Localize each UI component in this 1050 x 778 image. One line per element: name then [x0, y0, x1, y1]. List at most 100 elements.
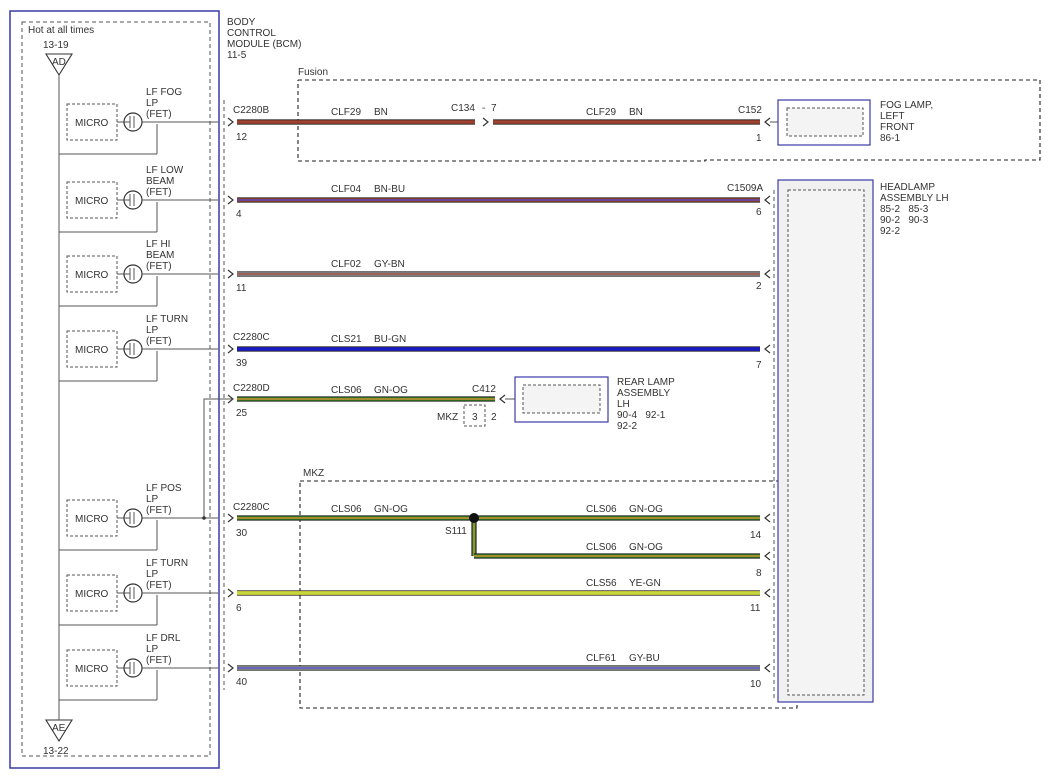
mkz-region-label: MKZ: [303, 468, 324, 479]
wire-turn2-circuit: CLS56: [586, 578, 617, 589]
wire-hi-circuit: CLF02: [331, 259, 361, 270]
micro-box: [66, 181, 118, 219]
rear-lamp-pin: 2: [491, 412, 497, 423]
micro-label: MICRO: [75, 118, 109, 129]
pos-jumper-dot: [202, 516, 206, 520]
wire-pos-c-color: GN-OG: [629, 542, 663, 553]
fog-lamp-title-4: 86-1: [880, 133, 900, 144]
connector-arrow-left: [764, 663, 771, 673]
wire-fog-a-color: BN: [374, 107, 388, 118]
connector-arrow-right: [227, 344, 234, 354]
pin-low: 4: [236, 209, 242, 220]
headlamp-connector: C1509A: [727, 183, 763, 194]
connector-arrow-left: [764, 551, 771, 561]
connector-ad-triangle: [45, 53, 73, 77]
connector-ad-label: AD: [52, 57, 66, 68]
pin-fog: 12: [236, 132, 248, 143]
headlamp-pin-turn: 7: [756, 360, 762, 371]
driver-label-line: LP: [146, 494, 159, 505]
wire-hi-color: GY-BN: [374, 259, 405, 270]
splice-dot: [469, 513, 479, 523]
connector-arrow-left: [764, 513, 771, 523]
headlamp-pin-low: 6: [756, 207, 762, 218]
wire-pos-a-circuit: CLS06: [331, 504, 362, 515]
bcm-connector-c2280d: C2280D: [233, 383, 270, 394]
headlamp-pin-hi: 2: [756, 281, 762, 292]
connector-arrow-right: [227, 117, 234, 127]
connector-arrow-right: [227, 588, 234, 598]
rear-lamp-mkz-pin: 3: [472, 412, 478, 423]
wire-turn2-color: YE-GN: [629, 578, 661, 589]
driver-label-line: LF TURN: [146, 558, 188, 569]
bcm-connector-c2280c-2: C2280C: [233, 502, 270, 513]
driver-label-line: LP: [146, 569, 159, 580]
inline-pin: 7: [491, 103, 497, 114]
connector-arrow-right: [227, 663, 234, 673]
headlamp-title-2: ASSEMBLY LH: [880, 193, 949, 204]
driver-label-line: LF FOG: [146, 87, 182, 98]
bcm-title-line-3: MODULE (BCM): [227, 39, 301, 50]
driver-label-line: (FET): [146, 505, 172, 516]
rear-lamp-mkz-label: MKZ: [437, 412, 458, 423]
fog-lamp-pin: 1: [756, 133, 762, 144]
pin-rear: 25: [236, 408, 248, 419]
headlamp-title-3: 85-2 85-3: [880, 204, 929, 215]
headlamp-pin-pos: 14: [750, 530, 762, 541]
connector-arrow-right: [227, 195, 234, 205]
headlamp-pin-drl: 10: [750, 679, 762, 690]
wire-pos-a-color: GN-OG: [374, 504, 408, 515]
driver-label-line: LF HI: [146, 239, 170, 250]
headlamp-title-1: HEADLAMP: [880, 182, 935, 193]
micro-label: MICRO: [75, 345, 109, 356]
bcm-title-line-2: CONTROL: [227, 28, 276, 39]
wire-pos-c-circuit: CLS06: [586, 542, 617, 553]
rear-lamp-title-1: REAR LAMP: [617, 377, 675, 388]
wire-harness: [202, 117, 787, 673]
bcm-inner-dashed-box: [21, 21, 211, 757]
headlamp-pin-pos2: 8: [756, 568, 762, 579]
driver-label-line: LP: [146, 98, 159, 109]
rear-lamp-inner: [522, 384, 601, 414]
connector-ae-label: AE: [52, 723, 66, 734]
headlamp-title-4: 90-2 90-3: [880, 215, 929, 226]
micro-label: MICRO: [75, 196, 109, 207]
micro-box: [66, 103, 118, 141]
wire-low-circuit: CLF04: [331, 184, 361, 195]
headlamp-title-5: 92-2: [880, 226, 900, 237]
pos-jumper-line: [203, 398, 233, 518]
wire-drl-color: GY-BU: [629, 653, 660, 664]
driver-label-line: (FET): [146, 580, 172, 591]
pin-turn: 39: [236, 358, 248, 369]
driver-label-line: LF TURN: [146, 314, 188, 325]
pin-turn2: 6: [236, 603, 242, 614]
micro-label: MICRO: [75, 589, 109, 600]
wire-drl-circuit: CLF61: [586, 653, 616, 664]
connector-arrow-left: [764, 117, 771, 127]
driver-label-line: BEAM: [146, 176, 174, 187]
connector-arrow-right: [227, 513, 234, 523]
driver-label-line: (FET): [146, 655, 172, 666]
fog-lamp-inner: [786, 107, 864, 137]
fog-lamp-title-1: FOG LAMP,: [880, 100, 933, 111]
fusion-region-label: Fusion: [298, 67, 328, 78]
fog-lamp-title-3: FRONT: [880, 122, 914, 133]
bcm-hot-label: Hot at all times: [28, 25, 94, 36]
connector-arrow-right: [482, 117, 489, 127]
driver-label-line: LP: [146, 644, 159, 655]
connector-arrow-left: [499, 394, 506, 404]
wire-low-color: BN-BU: [374, 184, 405, 195]
bcm-title-line-4: 11-5: [227, 50, 247, 61]
rear-lamp-title-4: 90-4 92-1: [617, 410, 666, 421]
rear-lamp-connector: C412: [472, 384, 496, 395]
inline-sep: -: [482, 103, 485, 114]
pin-pos: 30: [236, 528, 248, 539]
micro-box: [66, 255, 118, 293]
rear-lamp-title-3: LH: [617, 399, 630, 410]
micro-box: [66, 499, 118, 537]
micro-label: MICRO: [75, 664, 109, 675]
driver-label-line: (FET): [146, 336, 172, 347]
bcm-connector-c2280b: C2280B: [233, 105, 269, 116]
driver-label-line: LF LOW: [146, 165, 184, 176]
